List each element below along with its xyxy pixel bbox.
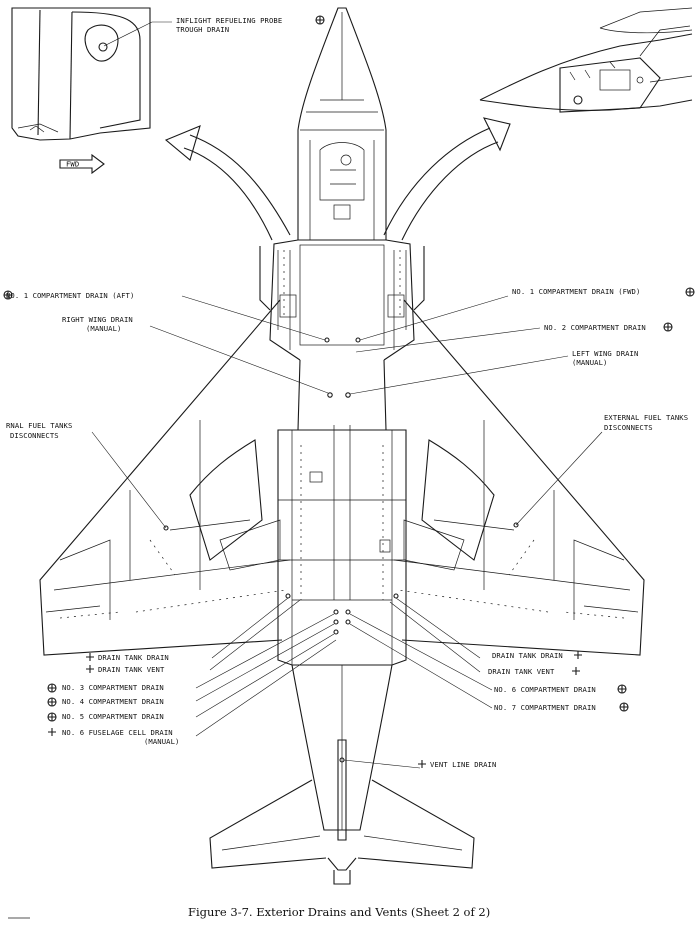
label-comp1-aft: NO. 1 COMPARTMENT DRAIN (AFT): [6, 291, 134, 300]
plus-symbol-fuselage-cell: [48, 728, 56, 736]
label-comp6: NO. 6 COMPARTMENT DRAIN: [494, 685, 596, 694]
label-left-wing-1: LEFT WING DRAIN: [572, 349, 638, 358]
nose-side-inset-drawing: [479, 7, 693, 113]
plus-symbol-drain-tank-drain-left: [86, 653, 94, 661]
label-vent-line: VENT LINE DRAIN: [430, 760, 496, 769]
label-fuselage-cell-1: NO. 6 FUSELAGE CELL DRAIN: [62, 728, 173, 737]
plus-symbol-drain-tank-vent-right: [572, 667, 580, 675]
callout-leader-lines: [91, 21, 603, 769]
plus-symbol-vent-line: [418, 760, 426, 768]
wing-fastener-rows: [59, 539, 625, 619]
label-ext-tanks-left-2: DISCONNECTS: [10, 431, 59, 440]
label-comp7: NO. 7 COMPARTMENT DRAIN: [494, 703, 596, 712]
label-comp1-fwd: NO. 1 COMPARTMENT DRAIN (FWD): [512, 287, 640, 296]
label-drain-tank-vent-right: DRAIN TANK VENT: [488, 667, 555, 676]
plus-symbol-drain-tank-drain-right: [574, 651, 582, 659]
oplus-symbol-comp1-aft: [3, 290, 13, 300]
fuselage-fastener-rows: [283, 250, 401, 600]
callout-symbols: [3, 15, 695, 768]
plus-symbol-drain-tank-vent-left: [86, 665, 94, 673]
label-drain-tank-drain-right: DRAIN TANK DRAIN: [492, 651, 563, 660]
oplus-symbol-comp2: [663, 322, 673, 332]
probe-inset-drawing: [11, 7, 151, 141]
label-fuselage-cell-2: (MANUAL): [144, 737, 179, 746]
oplus-symbol-comp7: [619, 702, 629, 712]
figure-caption: Figure 3-7. Exterior Drains and Vents (S…: [188, 905, 490, 919]
oplus-symbol-comp3: [47, 683, 57, 693]
oplus-symbol-probe: [315, 15, 325, 25]
label-inflight-probe-1: INFLIGHT REFUELING PROBE: [176, 16, 282, 25]
label-drain-tank-vent-left: DRAIN TANK VENT: [98, 665, 165, 674]
callout-labels: INFLIGHT REFUELING PROBE TROUGH DRAIN NO…: [6, 16, 688, 769]
label-right-wing-2: (MANUAL): [86, 324, 121, 333]
oplus-symbol-comp4: [47, 697, 57, 707]
label-inflight-probe-2: TROUGH DRAIN: [176, 25, 229, 34]
fwd-arrow: FWD: [59, 153, 105, 175]
oplus-symbol-comp5: [47, 712, 57, 722]
oplus-symbol-comp6: [617, 684, 627, 694]
label-ext-tanks-right-1: EXTERNAL FUEL TANKS: [604, 413, 688, 422]
left-swing-arrow: [164, 125, 291, 241]
label-right-wing-1: RIGHT WING DRAIN: [62, 315, 133, 324]
drain-points: [163, 337, 519, 763]
label-comp2: NO. 2 COMPARTMENT DRAIN: [544, 323, 646, 332]
aircraft-planform: [39, 7, 645, 885]
label-comp5: NO. 5 COMPARTMENT DRAIN: [62, 712, 164, 721]
right-swing-arrow: [383, 117, 511, 241]
label-ext-tanks-left-1: RNAL FUEL TANKS: [6, 421, 72, 430]
label-comp3: NO. 3 COMPARTMENT DRAIN: [62, 683, 164, 692]
label-ext-tanks-right-2: DISCONNECTS: [604, 423, 653, 432]
label-left-wing-2: (MANUAL): [572, 358, 607, 367]
fwd-label: FWD: [66, 160, 79, 169]
label-drain-tank-drain-left: DRAIN TANK DRAIN: [98, 653, 169, 662]
oplus-symbol-comp1-fwd: [685, 287, 695, 297]
label-comp4: NO. 4 COMPARTMENT DRAIN: [62, 697, 164, 706]
